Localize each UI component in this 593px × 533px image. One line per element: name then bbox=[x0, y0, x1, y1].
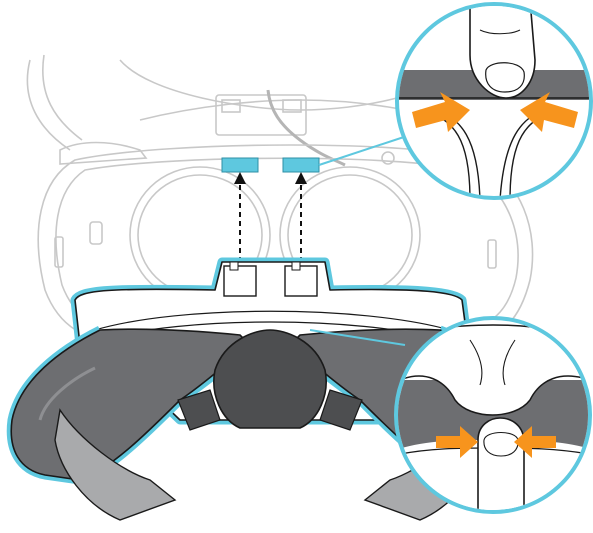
slot-left bbox=[222, 158, 258, 172]
callout-top bbox=[395, 0, 593, 200]
slot-right bbox=[283, 158, 319, 172]
tab-right bbox=[285, 266, 317, 296]
tab-left bbox=[224, 266, 256, 296]
strap-left bbox=[27, 60, 70, 150]
target-slots bbox=[222, 158, 319, 172]
